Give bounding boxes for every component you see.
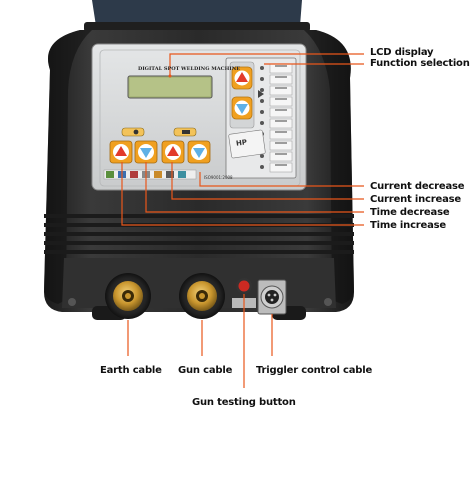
- callout-gun-testing-button: Gun testing button: [192, 397, 296, 408]
- callout-gun-cable: Gun cable: [178, 365, 233, 376]
- callout-earth-cable: Earth cable: [100, 365, 162, 376]
- trigger-control-connector: [257, 279, 287, 315]
- function-list: [269, 63, 293, 173]
- callout-time-increase: Time increase: [370, 220, 447, 231]
- time-increase-button: [161, 140, 185, 164]
- callout-current-decrease: Current decrease: [370, 181, 465, 192]
- function-up-button: [231, 66, 253, 90]
- certification-label: ISO9001:2008: [204, 175, 233, 180]
- cert-strip: [103, 169, 197, 180]
- callout-function-selection: Function selection: [370, 58, 470, 69]
- function-down-button: [231, 96, 253, 120]
- top-lid: [92, 0, 302, 26]
- time-decrease-button: [187, 140, 211, 164]
- current-indicator: [121, 127, 145, 137]
- callout-current-increase: Current increase: [370, 194, 461, 205]
- top-rim: [84, 22, 310, 32]
- current-increase-button: [109, 140, 133, 164]
- callout-lcd-display: LCD display: [370, 47, 434, 58]
- earth-cable-connector: [105, 273, 151, 319]
- callout-trigger-control-cable: Triggler control cable: [256, 365, 373, 376]
- brand-mark: HP: [235, 138, 248, 148]
- callout-lines: [121, 53, 364, 388]
- callout-time-decrease: Time decrease: [370, 207, 450, 218]
- selection-arrow-icon: [258, 90, 264, 98]
- brand-badge: [228, 129, 266, 159]
- panel-title: DIGITAL SPOT WELDING MACHINE: [138, 66, 241, 72]
- gun-cable-connector: [179, 273, 225, 319]
- current-decrease-button: [134, 140, 158, 164]
